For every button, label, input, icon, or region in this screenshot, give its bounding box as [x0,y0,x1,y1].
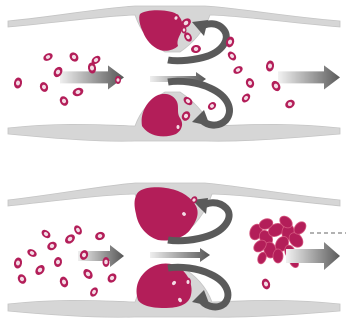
blood-cell-icon [206,100,217,111]
blood-cell-icon [58,275,69,288]
blood-cell-icon [232,64,244,75]
blood-cell-icon [115,76,121,84]
blood-cell-icon [94,231,106,242]
blood-cell-icon [63,232,77,245]
blood-cell-icon [72,224,83,236]
clot-cell-icon [273,249,283,263]
blood-cell-icon [106,272,119,285]
blood-cell-icon [40,228,52,240]
blood-cell-icon [265,60,275,72]
blood-cell-icon [46,240,59,252]
blood-cell-icon [88,286,99,298]
blood-cell-icon [68,51,81,64]
blood-cell-icon [185,278,191,287]
blood-cell-icon [42,51,54,62]
top-panel [8,6,340,141]
blood-cell-icon [33,263,46,277]
blood-cell-icon [260,277,271,290]
blood-cell-icon [240,92,252,104]
bottom-panel [8,183,346,317]
blood-cell-icon [182,27,187,34]
blood-cell-icon [284,98,297,110]
outflow-arrow-icon [278,65,340,89]
blood-cell-icon [39,81,50,93]
blood-cell-icon [13,77,23,89]
blood-cell-icon [53,256,63,267]
blood-cell-icon [103,257,110,267]
blood-cell-icon [226,50,238,62]
blood-cell-icon [71,86,84,97]
blood-cell-icon [58,95,70,108]
blood-cell-icon [245,77,256,89]
jet-arrow-icon [150,248,210,262]
blood-cell-icon [26,247,38,258]
blood-cell-icon [190,44,201,54]
blood-cell-icon [16,273,28,286]
blood-cell-icon [13,257,23,269]
blood-cell-icon [175,123,181,132]
blood-cell-icon [81,267,94,281]
